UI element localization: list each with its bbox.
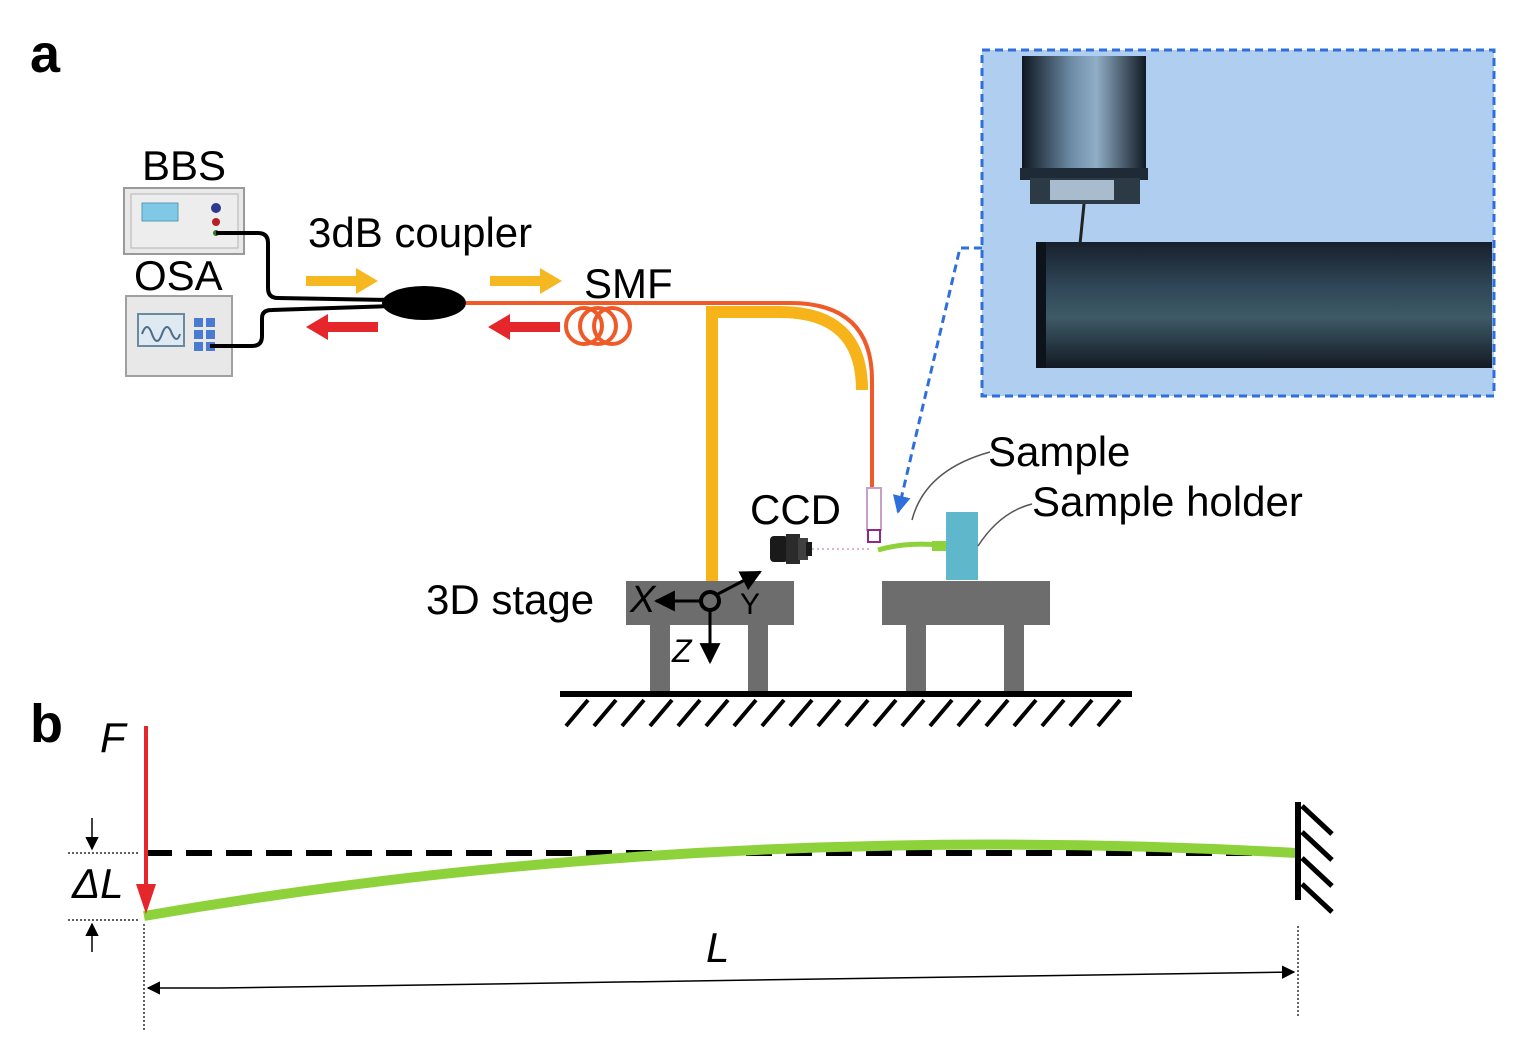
fiber-probe-tip: [867, 529, 881, 543]
coupler-label: 3dB coupler: [308, 209, 532, 256]
inset-pointer: [892, 246, 982, 514]
osa-label: OSA: [134, 252, 223, 299]
ground: [560, 691, 1132, 728]
osa-device: [125, 295, 233, 377]
ccd-camera: [770, 534, 812, 564]
smf-label: SMF: [584, 260, 673, 307]
bbs-device: [123, 187, 245, 255]
fixed-wall: [1295, 802, 1334, 914]
stage-axes: [653, 570, 762, 665]
axis-y-label: Y: [740, 588, 760, 621]
holder-leader: [977, 503, 1033, 547]
ccd-label: CCD: [750, 486, 841, 533]
sample-holder: [946, 512, 978, 580]
force-arrowhead: [136, 884, 156, 914]
panel-b: b F ΔL: [30, 694, 1334, 1030]
deflected-beam: [143, 839, 1297, 921]
force-label: F: [100, 714, 128, 761]
sample-label: Sample: [988, 428, 1130, 475]
fiber-probe-ferrule: [866, 487, 882, 531]
panel-b-letter: b: [30, 694, 63, 754]
length-dimension: [143, 924, 1299, 1030]
panel-a-letter: a: [30, 24, 61, 84]
sample-holder-label: Sample holder: [1032, 478, 1303, 525]
stage-label: 3D stage: [426, 576, 594, 623]
inset-micrograph: [982, 50, 1494, 396]
bbs-label: BBS: [142, 142, 226, 189]
fiber-holder-arm: [706, 306, 868, 584]
backward-arrows: [306, 314, 560, 340]
axis-x-label: X: [629, 579, 657, 621]
delta-l-label: ΔL: [71, 860, 124, 907]
coupler-body: [382, 286, 466, 320]
stage-right: [882, 581, 1050, 693]
sample-beam: [877, 541, 941, 553]
axis-z-label: Z: [671, 633, 693, 669]
panel-a: a BBS OSA: [30, 24, 1496, 728]
sample-leader: [911, 451, 991, 521]
smf-fiber: [466, 301, 700, 346]
device-fibers: [210, 231, 393, 348]
sample-clamp: [932, 541, 946, 551]
length-label: L: [706, 924, 729, 971]
delta-l-dimension: [68, 818, 140, 952]
forward-arrows: [306, 268, 562, 294]
fiber-to-probe: [700, 301, 874, 520]
